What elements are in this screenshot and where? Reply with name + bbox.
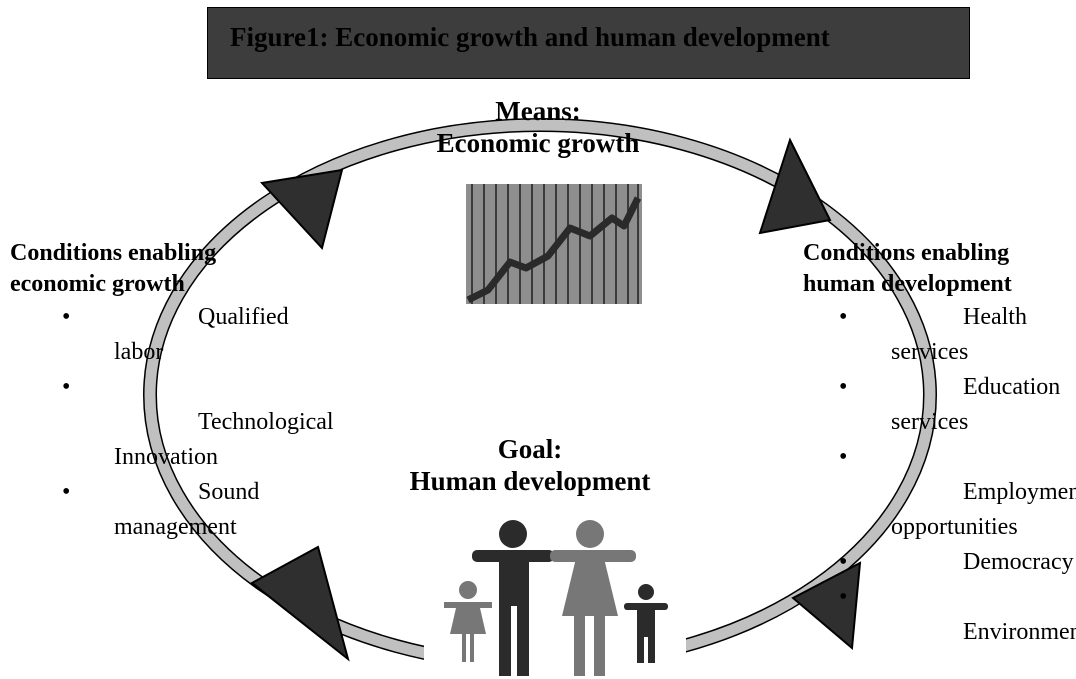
list-item: • Employment opportunities [839, 440, 1076, 545]
list-item: • Health services [839, 300, 1075, 370]
economic-growth-conditions-list: • Qualified labor • Technological Innovati… [10, 300, 334, 545]
human-development-conditions-title-line1: Conditions enabling [803, 240, 1010, 266]
means-heading: Means: Economic growth [388, 95, 688, 159]
bullet-icon: • [839, 374, 848, 400]
bullet-icon: • [62, 304, 71, 330]
economic-growth-conditions-title-line1: Conditions enabling [10, 240, 217, 266]
arrowhead-bottom-left [250, 545, 350, 662]
bullet-icon: • [839, 304, 848, 330]
list-item-text: Environmental [963, 619, 1076, 645]
human-development-conditions-list: • Health services • Education services • Em… [803, 300, 1076, 650]
arrowhead-top-right [758, 137, 832, 235]
list-item-text: Technological Innovation [114, 409, 334, 470]
human-development-conditions-title: Conditions enabling human development [803, 238, 1075, 300]
list-item-text: Sound management [114, 479, 260, 540]
list-item: • Qualified labor [62, 300, 300, 370]
goal-text: Human development [409, 466, 651, 496]
list-item-text: Democracy [963, 549, 1074, 575]
figure-title: Figure1: Economic growth and human devel… [230, 22, 830, 52]
growth-chart-icon [466, 184, 642, 304]
means-label: Means: [495, 96, 581, 126]
list-item: • Education services [839, 370, 1075, 440]
title-box: Figure1: Economic growth and human devel… [207, 7, 970, 79]
list-item: • Democracy [839, 545, 1075, 580]
arrowhead-bottom-right [791, 561, 862, 651]
list-item-text: Health services [891, 304, 1027, 365]
family-icon [424, 516, 686, 679]
list-item: • Sound management [62, 475, 300, 545]
list-item: • Environmental [839, 580, 1076, 650]
list-item-text: Education services [891, 374, 1061, 435]
bullet-icon: • [62, 479, 71, 505]
bullet-icon: • [839, 444, 848, 470]
bullet-icon: • [839, 549, 848, 575]
means-text: Economic growth [436, 128, 640, 158]
list-item: • Technological Innovation [62, 370, 334, 475]
economic-growth-conditions-title-line2: economic growth [10, 271, 185, 297]
bullet-icon: • [839, 584, 848, 610]
goal-heading: Goal: Human development [380, 433, 680, 497]
human-development-conditions-title-line2: human development [803, 271, 1012, 297]
list-item-text: Qualified labor [114, 304, 289, 365]
human-development-conditions: Conditions enabling human development • H… [803, 238, 1076, 650]
economic-growth-conditions: Conditions enabling economic growth • Qua… [10, 238, 334, 545]
goal-label: Goal: [497, 434, 563, 464]
list-item-text: Employment opportunities [891, 479, 1076, 540]
bullet-icon: • [62, 374, 71, 400]
arrowhead-top-left [260, 168, 344, 251]
economic-growth-conditions-title: Conditions enabling economic growth [10, 238, 300, 300]
